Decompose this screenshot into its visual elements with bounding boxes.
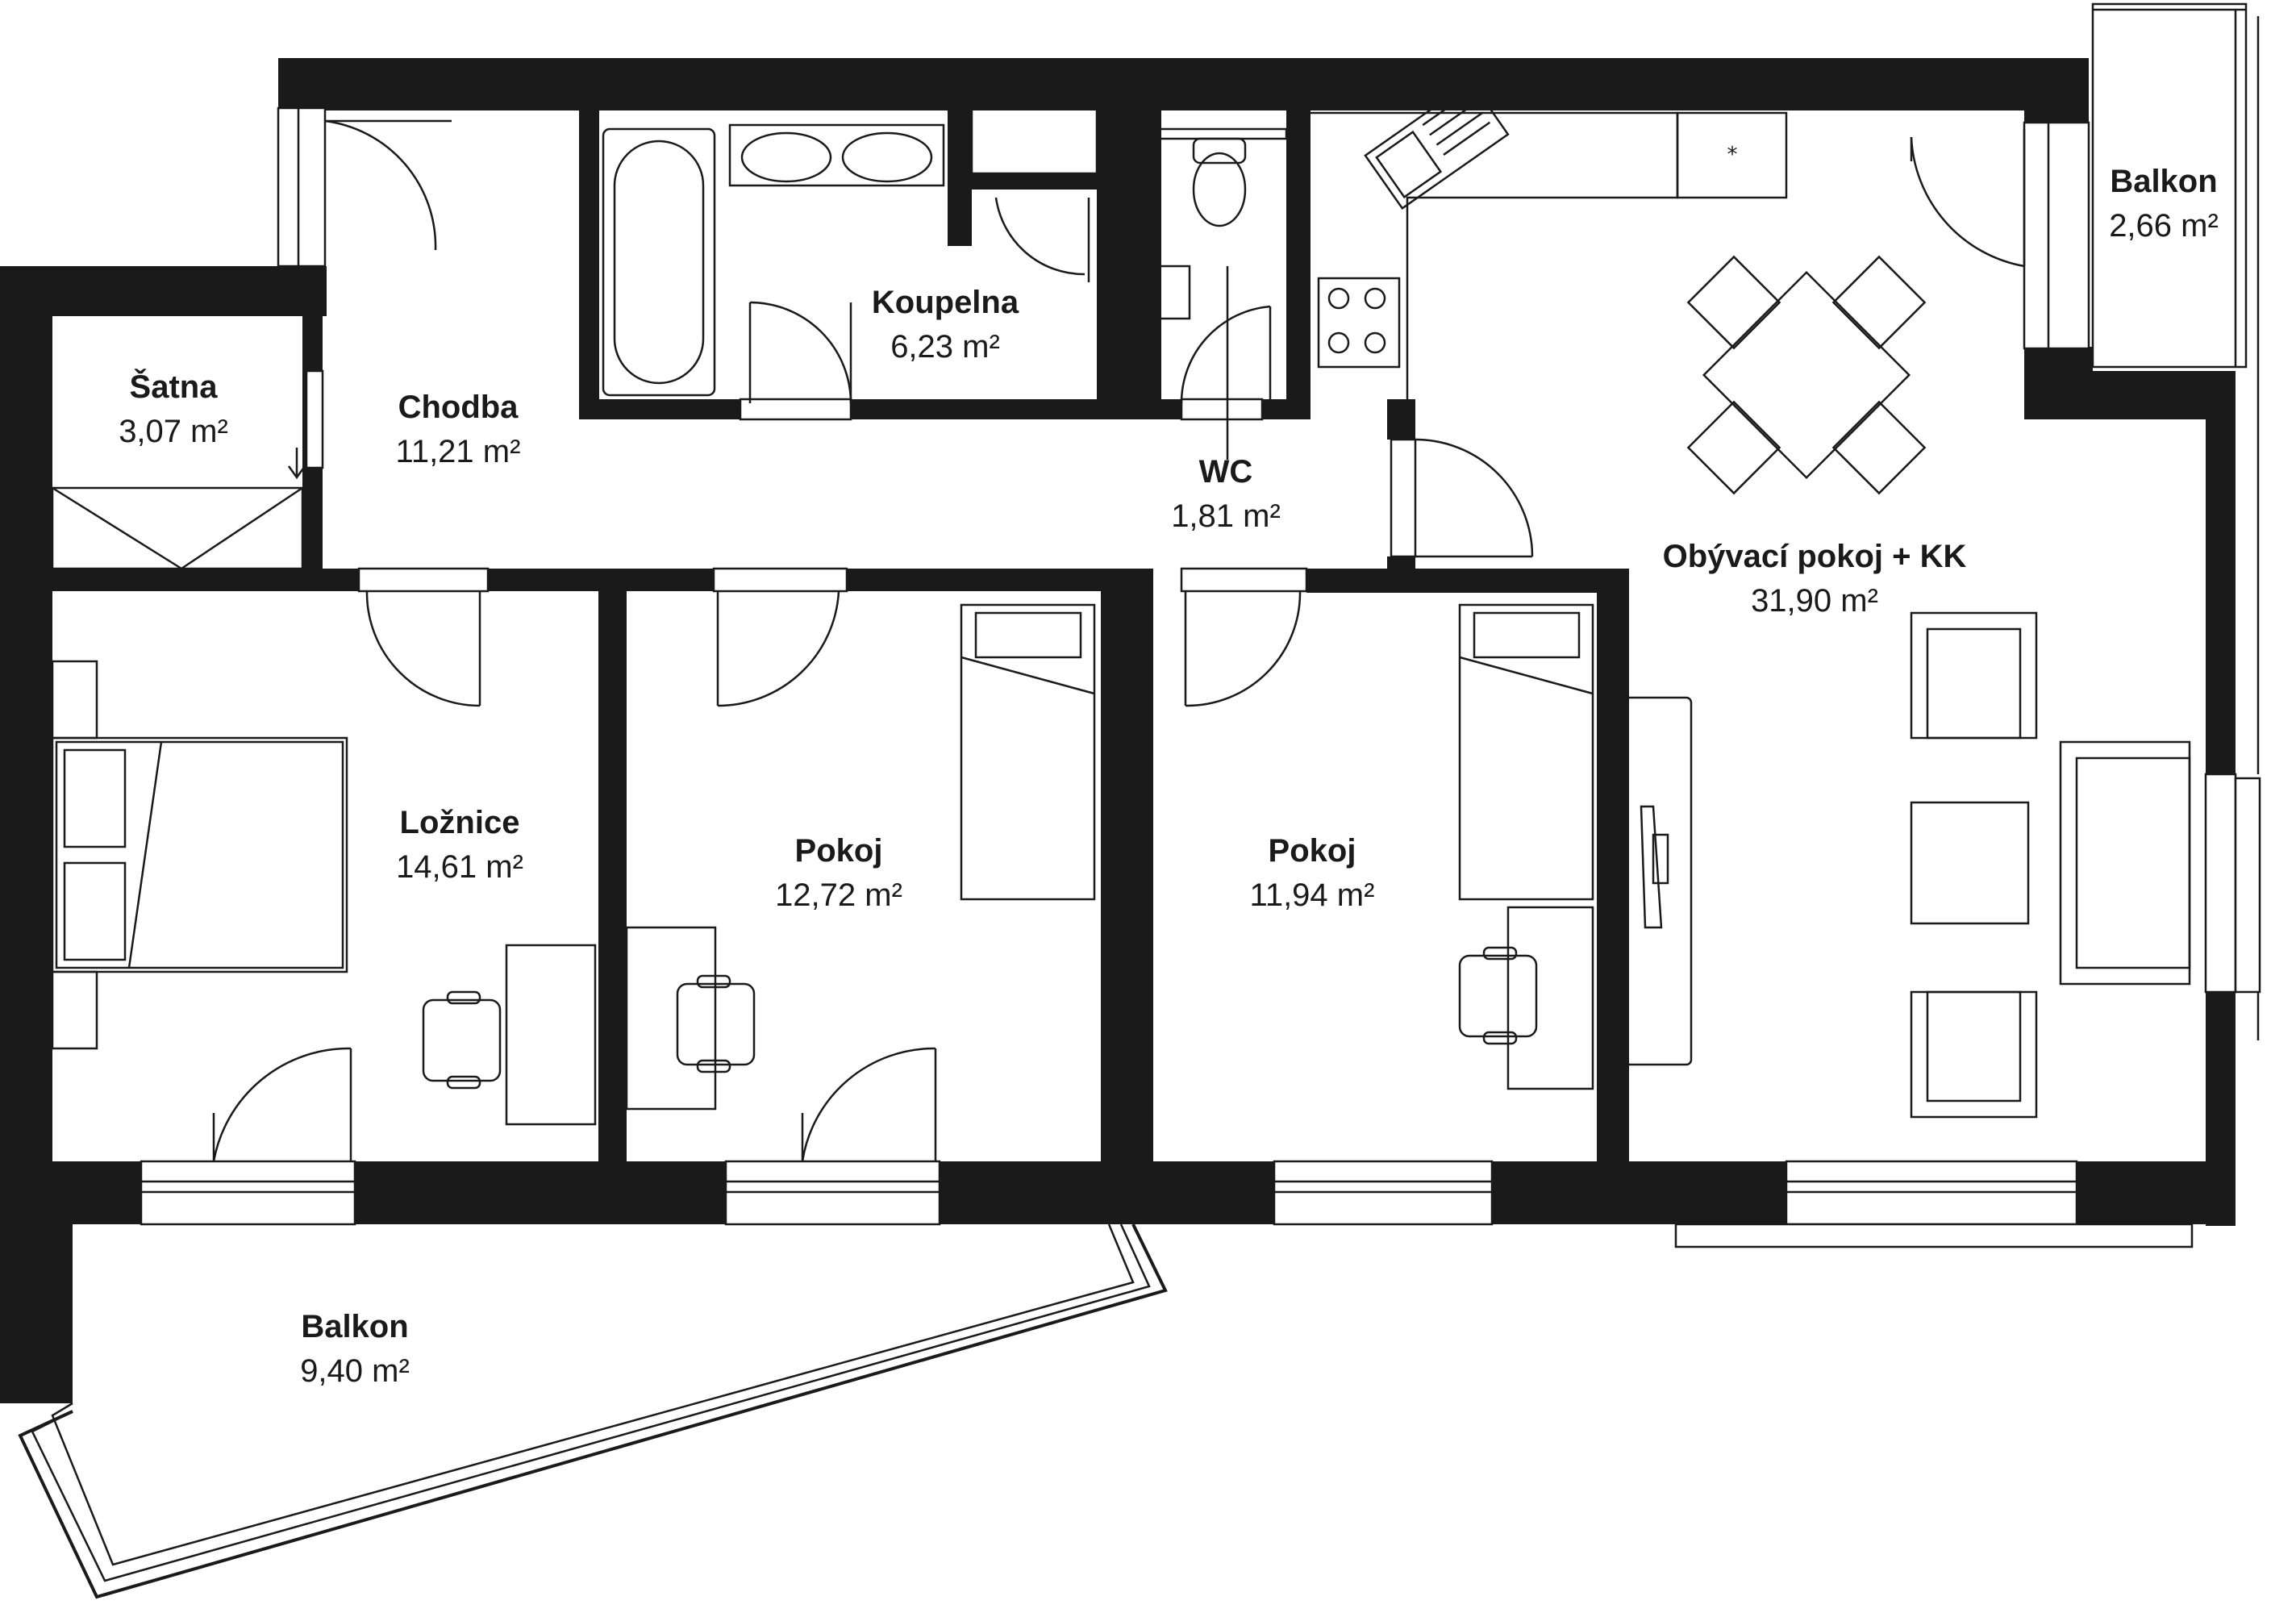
room-name-wc: WC [1199,454,1253,490]
room-name-balkon-large: Balkon [301,1309,408,1344]
room-name-living: Obývací pokoj + KK [1663,539,1967,574]
room-area-balkon-large: 9,40 m² [300,1353,410,1389]
walls [0,58,2236,1403]
room-area-pokoj-2: 11,94 m² [1250,877,1375,913]
room-name-koupelna: Koupelna [872,285,1019,320]
room-name-pokoj-1: Pokoj [795,833,883,869]
balconies [18,2,2260,1599]
furniture: * [51,80,2191,1126]
room-area-chodba: 11,21 m² [396,434,521,469]
svg-text:*: * [1727,143,1738,167]
room-area-loznice: 14,61 m² [396,849,523,885]
room-labels: Šatna 3,07 m² Chodba 11,21 m² Koupelna 6… [119,164,2219,1389]
room-area-satna: 3,07 m² [119,414,228,449]
room-area-koupelna: 6,23 m² [890,329,1000,365]
doors [212,119,2026,1162]
room-name-pokoj-2: Pokoj [1269,833,1356,869]
room-name-balkon-small: Balkon [2110,164,2217,199]
room-area-living: 31,90 m² [1751,583,1878,619]
room-name-satna: Šatna [130,368,219,405]
room-name-loznice: Ložnice [400,805,520,840]
room-area-wc: 1,81 m² [1171,498,1281,534]
room-area-balkon-small: 2,66 m² [2109,208,2219,244]
room-area-pokoj-1: 12,72 m² [775,877,902,913]
room-name-chodba: Chodba [398,390,519,425]
windows [140,106,2261,1248]
